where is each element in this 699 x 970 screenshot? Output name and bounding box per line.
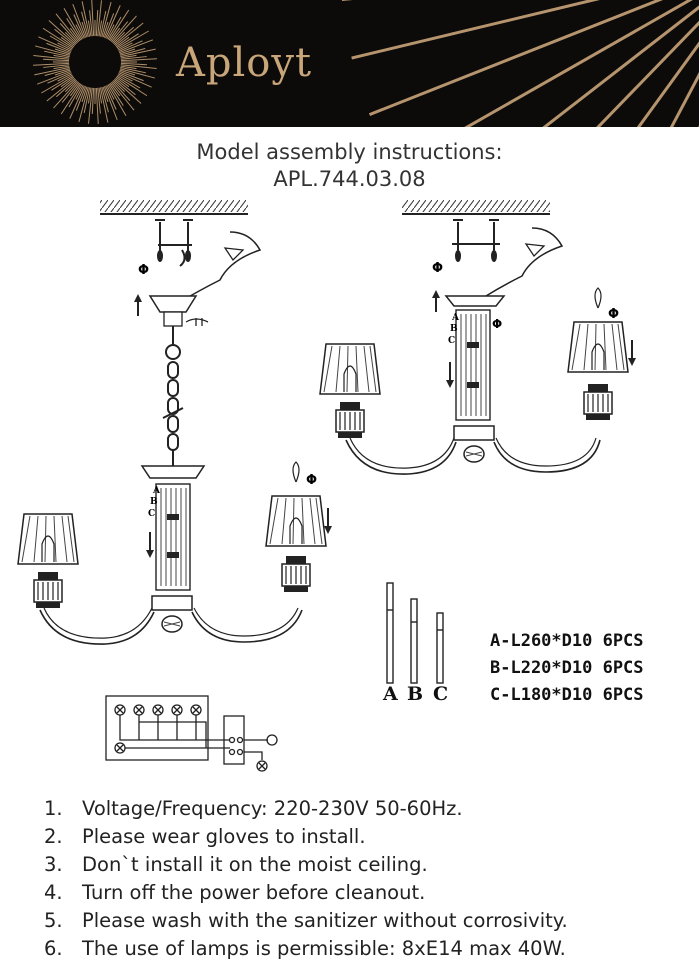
- header-banner: Aployt: [0, 0, 699, 127]
- list-item: 4.Turn off the power before cleanout.: [44, 881, 426, 904]
- rod-letter-b: B: [407, 683, 424, 705]
- right-lamp-2: [567, 287, 629, 421]
- list-item: 5.Please wash with the sanitizer without…: [44, 909, 568, 932]
- sunburst-logo-graphic: [33, 0, 699, 127]
- right-label-c: C: [448, 336, 455, 346]
- left-lamp-2: [265, 461, 327, 593]
- left-label-c: C: [148, 509, 155, 519]
- right-ceiling: [402, 200, 550, 215]
- left-crystal-column: [155, 483, 191, 591]
- left-lamp-1: [17, 513, 79, 609]
- crystal-rods: [386, 582, 444, 684]
- page-title: Model assembly instructions:: [196, 140, 503, 164]
- model-number: APL.744.03.08: [273, 167, 426, 191]
- rod-spec-c: C-L180*D10 6PCS: [490, 685, 644, 705]
- list-item: 1.Voltage/Frequency: 220-230V 50-60Hz.: [44, 797, 463, 820]
- rod-letter-a: A: [383, 683, 398, 705]
- right-lamp-1: [319, 343, 381, 439]
- brand-logo-text: Aployt: [176, 40, 313, 86]
- right-crystal-column: [455, 309, 491, 421]
- right-label-b: B: [450, 324, 458, 334]
- list-item: 2.Please wear gloves to install.: [44, 825, 366, 848]
- left-label-a: A: [152, 486, 161, 496]
- list-item: 3.Don`t install it on the moist ceiling.: [44, 853, 428, 876]
- right-fix-symbol-3: Φ: [608, 307, 619, 322]
- wiring-diagram: [105, 695, 278, 772]
- left-label-b: B: [150, 497, 158, 507]
- rod-spec-a: A-L260*D10 6PCS: [490, 631, 644, 651]
- left-fix-symbol-1: Φ: [306, 473, 317, 488]
- left-mount-screws: [154, 219, 194, 267]
- right-fix-symbol-2: Φ: [492, 317, 502, 331]
- right-label-a: A: [451, 313, 460, 323]
- assembly-diagram: A B C Φ Φ Φ Φ A: [17, 200, 636, 772]
- rod-letter-c: C: [433, 683, 449, 705]
- instruction-list: 1.Voltage/Frequency: 220-230V 50-60Hz. 2…: [44, 795, 568, 963]
- right-fix-symbol-1: Φ: [432, 261, 443, 276]
- right-mount-screws: [452, 219, 500, 263]
- left-ceiling: [100, 200, 248, 215]
- list-item: 6.The use of lamps is permissible: 8xE14…: [44, 937, 566, 960]
- left-fix-symbol-2: Φ: [138, 263, 149, 278]
- rod-spec-b: B-L220*D10 6PCS: [490, 658, 644, 678]
- left-chain: [162, 326, 184, 466]
